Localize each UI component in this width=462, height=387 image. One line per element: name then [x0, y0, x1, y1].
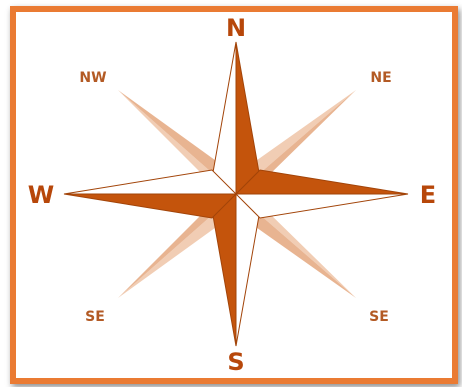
southeast-label: SE [369, 309, 389, 325]
cardinal-points [64, 42, 408, 346]
northwest-label: NW [79, 70, 106, 86]
south-label: S [227, 348, 244, 376]
west-label: W [28, 181, 54, 209]
north-label: N [226, 14, 246, 42]
east-label: E [420, 181, 436, 209]
northeast-label: NE [370, 70, 391, 86]
southwest-label: SE [85, 309, 105, 325]
